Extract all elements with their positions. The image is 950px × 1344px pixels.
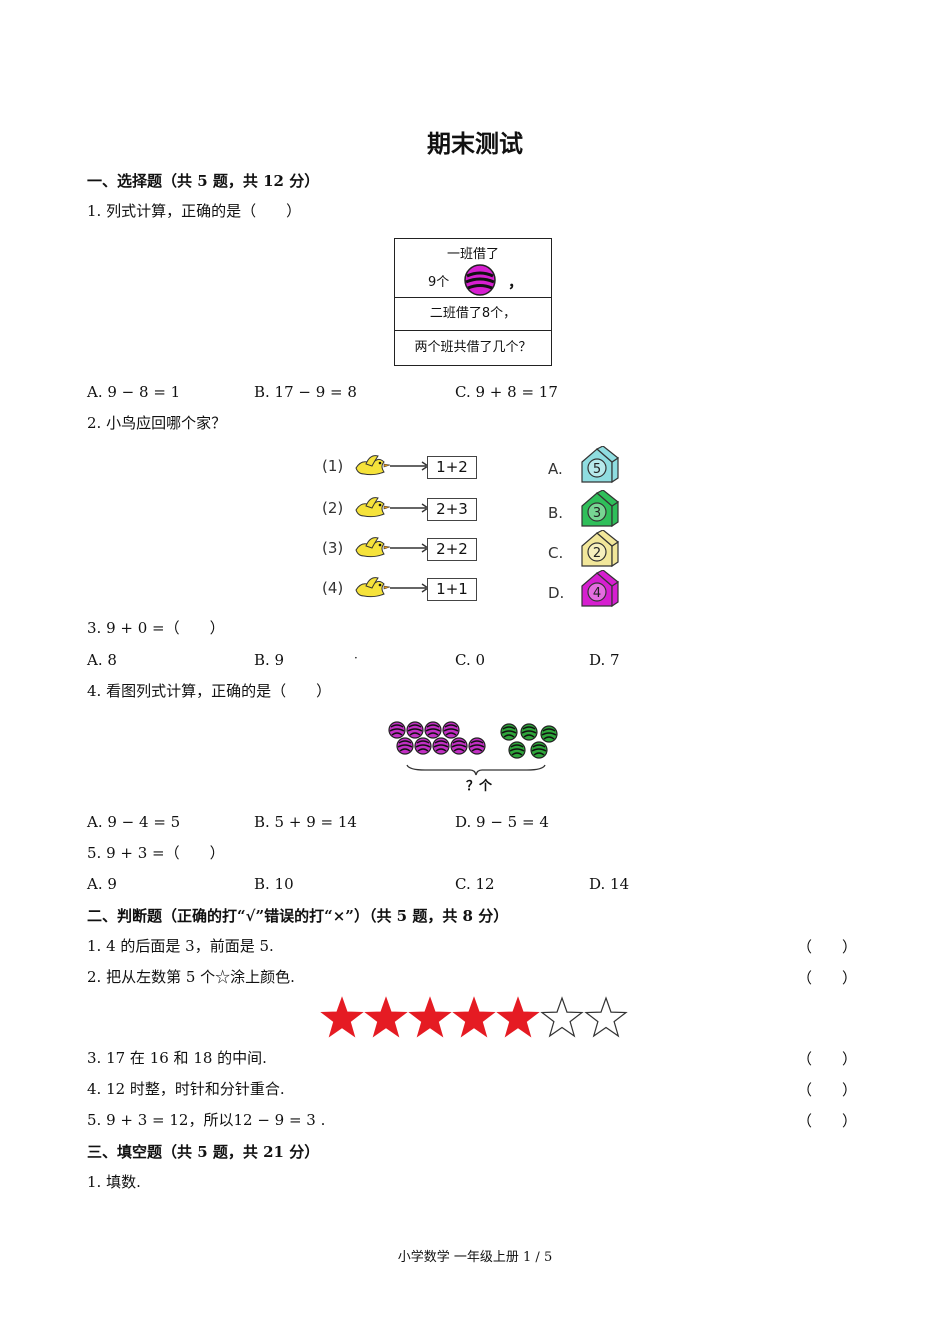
bird-expression-box-3: 2+2: [427, 538, 477, 561]
judge-item-1: 1. 4 的后面是 3，前面是 5.: [87, 937, 274, 955]
house-number: 5: [593, 462, 601, 477]
bird-expression-box-4: 1+1: [427, 578, 477, 601]
house-option-label-4: D.: [548, 584, 565, 602]
ball-icon: [500, 723, 518, 741]
q4-option-d: D. 9 − 5 = 4: [455, 813, 549, 831]
bird-label-2: (2): [322, 499, 344, 517]
answer-paren-4[interactable]: （ ）: [797, 1081, 858, 1099]
ball-icon: [396, 737, 414, 755]
q3-option-b: B. 9: [254, 651, 285, 669]
bird-label-4: (4): [322, 579, 344, 597]
ball-icon: [540, 725, 558, 743]
page-title: 期末测试: [427, 129, 523, 158]
q1-box-line4: 两个班共借了几个？: [395, 330, 551, 365]
ball-icon: [468, 737, 486, 755]
q4-option-a: A. 9 − 4 = 5: [87, 813, 181, 831]
ball-icon: [508, 741, 526, 759]
q1-box-line1: 一班借了: [446, 247, 499, 262]
judge-item-5: 5. 9 + 3 = 12，所以12 − 9 = 3 .: [87, 1111, 326, 1129]
page-footer: 小学数学 一年级上册 1 / 5: [397, 1250, 553, 1265]
q1-box-line3: 二班借了8个，: [395, 297, 551, 330]
q4-stem: 4. 看图列式计算，正确的是（ ）: [87, 682, 332, 700]
q1-problem-box: 一班借了 9个 ， 二班借了8个， 两个班共借了几个？: [394, 238, 552, 366]
q3-option-a: A. 8: [87, 651, 117, 669]
q1-stem: 1. 列式计算，正确的是（ ）: [87, 202, 302, 220]
q3-dot: ·: [354, 651, 358, 665]
ball-icon: [442, 721, 460, 739]
house-number: 3: [593, 506, 601, 521]
bird-label-3: (3): [322, 539, 344, 557]
star-filled: [320, 996, 364, 1038]
bird-icon: [355, 497, 430, 518]
bird-expression-box-2: 2+3: [427, 498, 477, 521]
house-number: 2: [593, 546, 601, 561]
q4-option-b: B. 5 + 9 = 14: [254, 813, 357, 831]
q3-stem: 3. 9 + 0 =（ ）: [87, 619, 225, 637]
bird-label-1: (1): [322, 457, 344, 475]
section3-q1: 1. 填数.: [87, 1173, 141, 1191]
house-number: 4: [593, 586, 601, 601]
ball-icon: [464, 264, 496, 296]
ball-icon: [388, 721, 406, 739]
star-filled: [452, 996, 496, 1038]
q5-option-a: A. 9: [87, 875, 117, 893]
q5-option-d: D. 14: [589, 875, 630, 893]
answer-paren-1[interactable]: （ ）: [797, 938, 858, 956]
q1-box-line2-suffix: ，: [508, 273, 524, 291]
section2-heading: 二、判断题（正确的打“√”错误的打“×”）（共 5 题，共 8 分）: [87, 907, 509, 925]
star-filled: [496, 996, 540, 1038]
ball-icon: [520, 723, 538, 741]
q2-stem: 2. 小鸟应回哪个家？: [87, 414, 227, 432]
house-icon: 5: [581, 446, 620, 484]
section3-heading: 三、填空题（共 5 题，共 21 分）: [87, 1143, 320, 1161]
q1-option-a: A. 9 − 8 = 1: [87, 383, 181, 401]
ball-icon: [424, 721, 442, 739]
q4-brace-label: ？个: [466, 779, 493, 794]
q1-option-b: B. 17 − 9 = 8: [254, 383, 357, 401]
ball-icon: [450, 737, 468, 755]
star-empty: [540, 996, 584, 1038]
star-filled: [364, 996, 408, 1038]
section1-heading: 一、选择题（共 5 题，共 12 分）: [87, 172, 320, 190]
answer-paren-2[interactable]: （ ）: [797, 969, 858, 987]
bird-expression-box-1: 1+2: [427, 456, 477, 479]
ball-icon: [414, 737, 432, 755]
q1-box-line2-prefix: 9个: [428, 275, 450, 290]
q4-balls-figure: [388, 721, 558, 776]
house-icon: 3: [581, 490, 620, 528]
answer-paren-5[interactable]: （ ）: [797, 1112, 858, 1130]
judge-item-3: 3. 17 在 16 和 18 的中间.: [87, 1049, 267, 1067]
ball-icon: [432, 737, 450, 755]
house-option-label-3: C.: [548, 544, 564, 562]
bird-icon: [355, 577, 430, 598]
house-option-label-1: A.: [548, 460, 563, 478]
ball-icon: [530, 741, 548, 759]
judge-item-4: 4. 12 时整，时针和分针重合.: [87, 1080, 285, 1098]
q5-option-c: C. 12: [455, 875, 495, 893]
star-empty: [584, 996, 628, 1038]
q3-option-c: C. 0: [455, 651, 486, 669]
judge-item-2: 2. 把从左数第 5 个☆涂上颜色.: [87, 968, 295, 986]
house-icon: 4: [581, 570, 620, 608]
q3-option-d: D. 7: [589, 651, 620, 669]
house-icon: 2: [581, 530, 620, 568]
stars-figure: [320, 996, 628, 1038]
q1-option-c: C. 9 + 8 = 17: [455, 383, 558, 401]
bird-icon: [355, 537, 430, 558]
bird-icon: [355, 455, 430, 476]
house-option-label-2: B.: [548, 504, 564, 522]
answer-paren-3[interactable]: （ ）: [797, 1050, 858, 1068]
star-filled: [408, 996, 452, 1038]
q5-option-b: B. 10: [254, 875, 294, 893]
q5-stem: 5. 9 + 3 =（ ）: [87, 844, 225, 862]
ball-icon: [406, 721, 424, 739]
